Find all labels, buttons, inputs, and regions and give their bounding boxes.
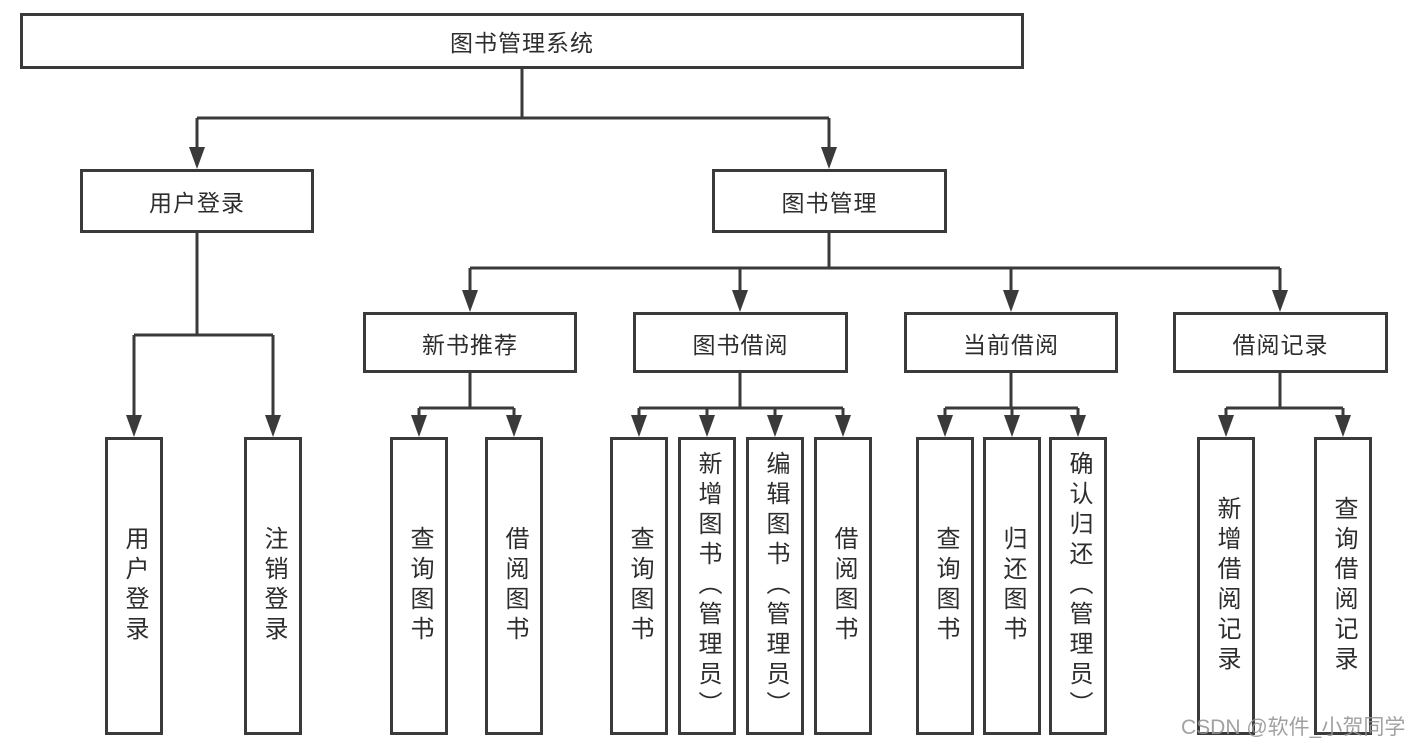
leaf-logout-login: 注销登录 <box>244 437 302 735</box>
connector-paths <box>132 69 1345 418</box>
node-new-book-recommend: 新书推荐 <box>363 312 577 373</box>
leaf-query-books-borrowing: 查询图书 <box>610 437 668 735</box>
node-label: 借阅记录 <box>1232 331 1329 358</box>
node-label: 图书借阅 <box>692 331 789 358</box>
leaf-user-login: 用户登录 <box>105 437 163 735</box>
node-label: 图书管理系统 <box>450 30 594 56</box>
leaf-confirm-return-admin: 确认归还（管理员） <box>1049 437 1107 735</box>
leaf-label: 用户登录 <box>121 526 148 646</box>
node-borrow-records: 借阅记录 <box>1173 312 1388 373</box>
leaf-borrow-books-recommend: 借阅图书 <box>485 437 543 735</box>
leaf-add-borrow-record: 新增借阅记录 <box>1197 437 1255 735</box>
leaf-label: 新增借阅记录 <box>1213 496 1240 676</box>
leaf-label: 归还图书 <box>999 526 1026 646</box>
node-label: 图书管理 <box>781 190 878 216</box>
leaf-label: 查询借阅记录 <box>1330 496 1357 676</box>
leaf-query-books-recommend: 查询图书 <box>390 437 448 735</box>
watermark: CSDN @软件_小贺同学 <box>1181 716 1405 739</box>
node-user-login: 用户登录 <box>80 169 314 233</box>
leaf-label: 借阅图书 <box>830 526 857 646</box>
leaf-add-book-admin: 新增图书（管理员） <box>678 437 736 735</box>
leaf-query-books-current: 查询图书 <box>916 437 974 735</box>
node-label: 用户登录 <box>149 190 245 216</box>
leaf-return-books: 归还图书 <box>983 437 1041 735</box>
arrowheads <box>126 147 1351 437</box>
leaf-query-borrow-record: 查询借阅记录 <box>1314 437 1372 735</box>
leaf-label: 编辑图书（管理员） <box>762 451 789 721</box>
leaf-label: 注销登录 <box>260 526 287 646</box>
node-book-borrowing: 图书借阅 <box>633 312 848 373</box>
leaf-label: 确认归还（管理员） <box>1065 451 1092 721</box>
node-library-system: 图书管理系统 <box>20 13 1024 69</box>
node-label: 当前借阅 <box>963 331 1059 358</box>
leaf-label: 借阅图书 <box>501 526 528 646</box>
node-current-borrowing: 当前借阅 <box>904 312 1118 373</box>
node-book-management: 图书管理 <box>712 169 947 233</box>
node-label: 新书推荐 <box>422 331 518 358</box>
leaf-edit-book-admin: 编辑图书（管理员） <box>746 437 804 735</box>
leaf-label: 查询图书 <box>626 526 653 646</box>
leaf-label: 新增图书（管理员） <box>694 451 721 721</box>
leaf-borrow-books-borrowing: 借阅图书 <box>814 437 872 735</box>
leaf-label: 查询图书 <box>406 526 433 646</box>
leaf-label: 查询图书 <box>932 526 959 646</box>
